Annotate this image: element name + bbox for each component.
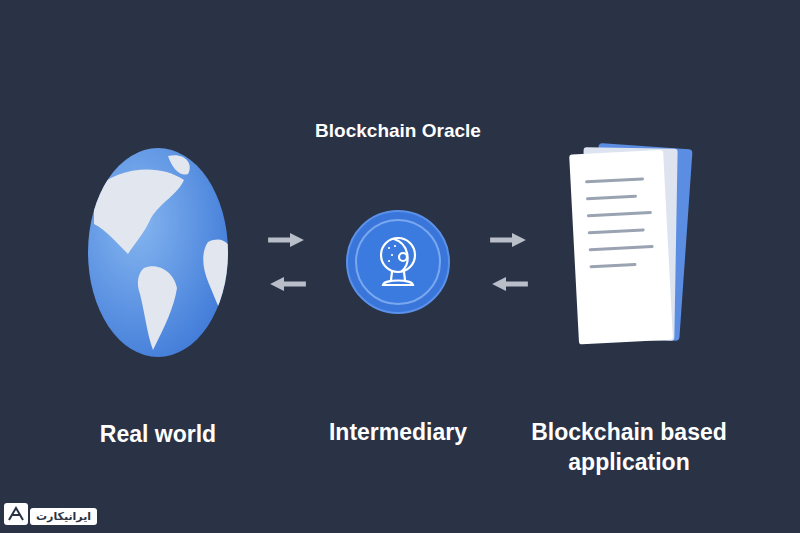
globe-node: Real world bbox=[88, 148, 228, 357]
document-node: Blockchain based application bbox=[568, 138, 690, 345]
node-label: Blockchain based application bbox=[509, 418, 749, 478]
document-node-shape bbox=[568, 138, 690, 345]
flow-arrow bbox=[490, 238, 514, 243]
watermark: ایرانیکارت bbox=[30, 508, 97, 525]
front-sheet bbox=[569, 150, 673, 345]
globe-node-shape bbox=[88, 148, 228, 357]
node-label: Intermediary bbox=[329, 418, 467, 448]
oracle-icon bbox=[381, 238, 415, 285]
node-heading: Blockchain Oracle bbox=[315, 119, 481, 144]
flow-arrow bbox=[504, 282, 528, 287]
flow-arrow bbox=[282, 282, 306, 287]
watermark-logo bbox=[4, 503, 28, 525]
oracle-disc bbox=[347, 211, 449, 313]
oracle-circle: Blockchain OracleIntermediary bbox=[346, 210, 450, 314]
flow-arrow bbox=[268, 238, 292, 243]
continents bbox=[94, 155, 230, 350]
node-label: Real world bbox=[100, 420, 216, 450]
oracle-ring bbox=[356, 220, 440, 304]
oracle-circle-shape bbox=[346, 210, 450, 314]
